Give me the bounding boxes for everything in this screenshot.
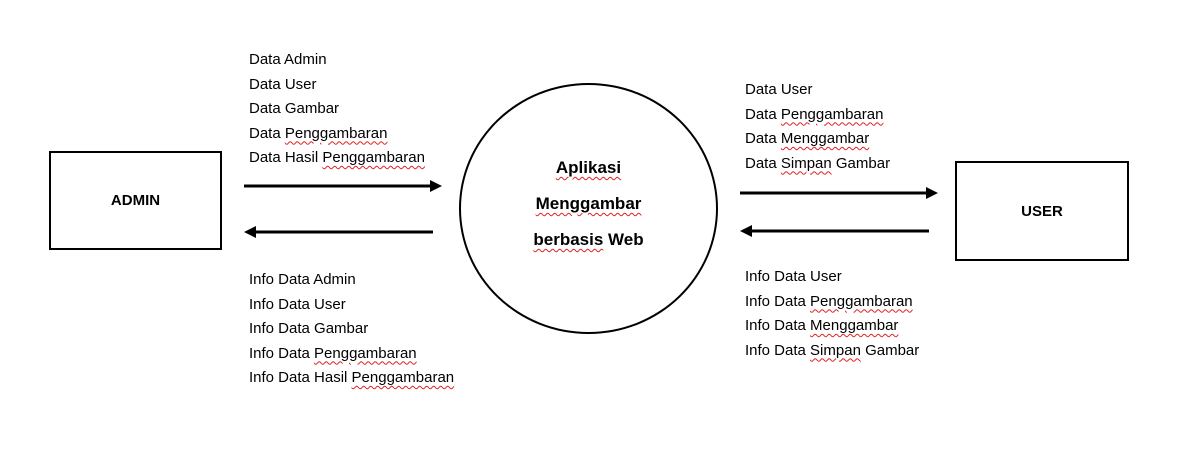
process-line-3: berbasis Web (459, 222, 718, 258)
flow-label: Data Admin (249, 48, 425, 73)
process-line-1: Aplikasi (555, 158, 622, 177)
flow-label-pre: Data User (745, 81, 813, 98)
flow-label: Info Data Admin (249, 268, 454, 293)
user-entity: USER (955, 161, 1129, 261)
admin-entity: ADMIN (49, 151, 222, 250)
flow-label-sq: Penggambaran (351, 369, 455, 386)
flow-label-sq: Simpan (780, 154, 832, 172)
flow-label-pre: Info Data (745, 317, 811, 334)
flow-label-pre: Data (745, 154, 781, 172)
process-label: Aplikasi Menggambar berbasis Web (459, 150, 718, 258)
arrowhead-system-to-user (926, 187, 938, 199)
process-line-2: Menggambar (535, 194, 642, 213)
flow-label: Info Data User (249, 293, 454, 318)
flow-label-pre: Info Data Admin (249, 271, 356, 288)
flow-label: Info Data Gambar (249, 317, 454, 342)
flow-label-sq: Simpan (810, 341, 861, 359)
flow-label: Info Data Menggambar (745, 314, 919, 339)
user-entity-label: USER (1021, 202, 1063, 220)
flow-label: Data Hasil Penggambaran (249, 146, 425, 171)
flow-label-sq: Penggambaran (810, 292, 913, 310)
flow-label-pre: Data Gambar (249, 100, 340, 117)
flow-label-pre: Info Data (249, 344, 315, 362)
flow-label-pre: Data Admin (249, 51, 327, 68)
process-line-3-part2: Web (603, 230, 644, 249)
flow-label: Info Data Hasil Penggambaran (249, 366, 454, 391)
admin-entity-label: ADMIN (110, 192, 161, 209)
flow-label-pre: Data Hasil (249, 149, 323, 166)
flow-label: Info Data Penggambaran (249, 342, 454, 367)
flow-label-pre: Data (249, 124, 285, 142)
flow-label: Data Simpan Gambar (745, 152, 890, 177)
flow-label-pre: Info Data (745, 292, 811, 310)
flow-label: Data Penggambaran (249, 122, 425, 147)
flow-label: Info Data Penggambaran (745, 290, 919, 315)
flow-label: Data Penggambaran (745, 103, 890, 128)
arrowhead-user-to-system (740, 225, 752, 237)
flow-label-sq: Menggambar (780, 130, 870, 147)
flow-label: Data User (249, 73, 425, 98)
process-circle (459, 83, 718, 334)
flow-label-pre: Info Data Gambar (249, 320, 369, 337)
flow-label-sq: Penggambaran (284, 124, 388, 142)
flow-label-sq: Menggambar (810, 317, 899, 334)
flow-label-sq: Penggambaran (314, 344, 417, 362)
flow-label-pre: Data (745, 105, 781, 123)
flow-label-pre: Info Data (745, 341, 811, 359)
flow-label-post: Gambar (860, 341, 920, 359)
flow-label-post: Gambar (831, 154, 891, 172)
flow-label-pre: Info Data User (745, 268, 842, 285)
flow-label-sq: Penggambaran (780, 105, 884, 123)
flow-label-sq: Penggambaran (322, 149, 425, 166)
arrowhead-admin-to-system (430, 180, 442, 192)
arrowhead-system-to-admin (244, 226, 256, 238)
flow-label-pre: Info Data Hasil (249, 369, 352, 386)
flow-label: Data Gambar (249, 97, 425, 122)
flow-label-pre: Info Data User (249, 295, 346, 313)
flow-label: Data User (745, 78, 890, 103)
flow-label-pre: Data User (249, 75, 317, 93)
flow-label: Info Data User (745, 265, 919, 290)
process-line-3-part1: berbasis (533, 230, 604, 249)
flow-label-pre: Data (745, 130, 781, 147)
flow-label: Data Menggambar (745, 127, 890, 152)
flow-label: Info Data Simpan Gambar (745, 339, 919, 364)
